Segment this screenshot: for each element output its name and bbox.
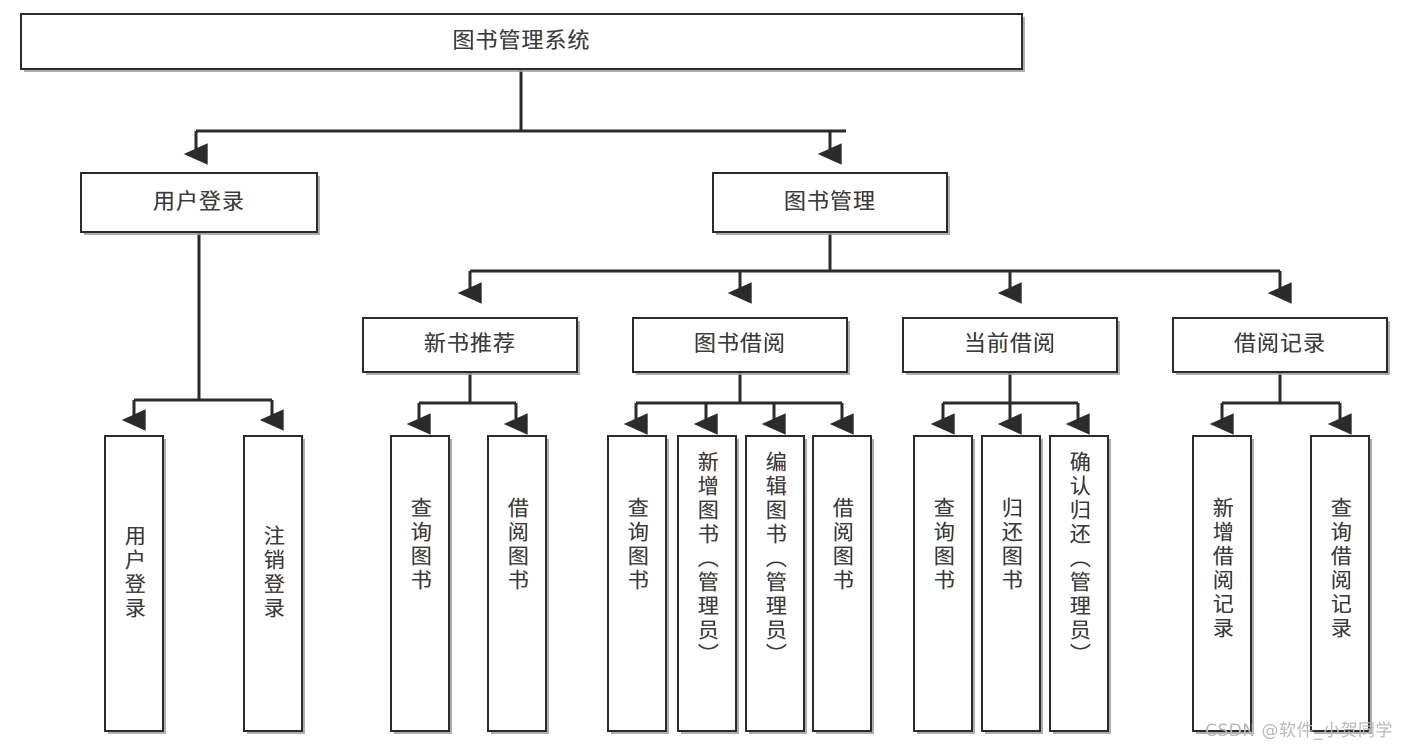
leaf-label: 用户登录	[122, 525, 147, 621]
node-book-manage[interactable]: 图书管理	[712, 172, 948, 233]
node-new-book-recommend-label: 新书推荐	[423, 332, 516, 358]
leaf-label: 查询图书	[931, 497, 956, 593]
leaf-label: 查询借阅记录	[1328, 497, 1353, 641]
node-user-login-label: 用户登录	[152, 189, 245, 215]
node-book-borrow-label: 图书借阅	[693, 332, 786, 358]
leaf-label: 编辑图书（管理员）	[763, 451, 788, 667]
leaf-borrow-record-add[interactable]: 新增借阅记录	[1192, 435, 1252, 732]
node-borrow-record-label: 借阅记录	[1233, 332, 1326, 358]
node-book-borrow[interactable]: 图书借阅	[632, 317, 848, 373]
leaf-book-borrow-edit[interactable]: 编辑图书（管理员）	[745, 435, 805, 732]
leaf-new-book-query[interactable]: 查询图书	[390, 435, 450, 732]
leaf-label: 新增图书（管理员）	[695, 451, 720, 667]
node-root[interactable]: 图书管理系统	[20, 13, 1023, 70]
node-current-borrow[interactable]: 当前借阅	[902, 317, 1118, 373]
node-book-manage-label: 图书管理	[783, 189, 876, 215]
leaf-book-borrow-borrow[interactable]: 借阅图书	[812, 435, 872, 732]
node-current-borrow-label: 当前借阅	[963, 332, 1056, 358]
leaf-label: 借阅图书	[505, 497, 530, 593]
leaf-new-book-borrow[interactable]: 借阅图书	[487, 435, 547, 732]
leaf-current-borrow-query[interactable]: 查询图书	[913, 435, 973, 732]
node-borrow-record[interactable]: 借阅记录	[1172, 317, 1388, 373]
leaf-user-login-logout[interactable]: 注销登录	[243, 435, 303, 732]
leaf-user-login-login[interactable]: 用户登录	[104, 435, 164, 732]
node-root-label: 图书管理系统	[452, 28, 591, 54]
leaf-label: 注销登录	[261, 525, 286, 621]
watermark: CSDN @软件_小贺同学	[1205, 721, 1393, 741]
leaf-borrow-record-query[interactable]: 查询借阅记录	[1310, 435, 1370, 732]
leaf-label: 查询图书	[408, 497, 433, 593]
leaf-book-borrow-query[interactable]: 查询图书	[607, 435, 667, 732]
leaf-current-borrow-return[interactable]: 归还图书	[981, 435, 1041, 732]
leaf-label: 查询图书	[625, 497, 650, 593]
leaf-label: 借阅图书	[830, 497, 855, 593]
node-user-login[interactable]: 用户登录	[80, 172, 318, 233]
leaf-label: 确认归还（管理员）	[1067, 451, 1092, 667]
leaf-label: 归还图书	[999, 497, 1024, 593]
leaf-current-borrow-confirm[interactable]: 确认归还（管理员）	[1049, 435, 1109, 732]
leaf-book-borrow-add[interactable]: 新增图书（管理员）	[677, 435, 737, 732]
leaf-label: 新增借阅记录	[1210, 497, 1235, 641]
node-new-book-recommend[interactable]: 新书推荐	[362, 317, 578, 373]
